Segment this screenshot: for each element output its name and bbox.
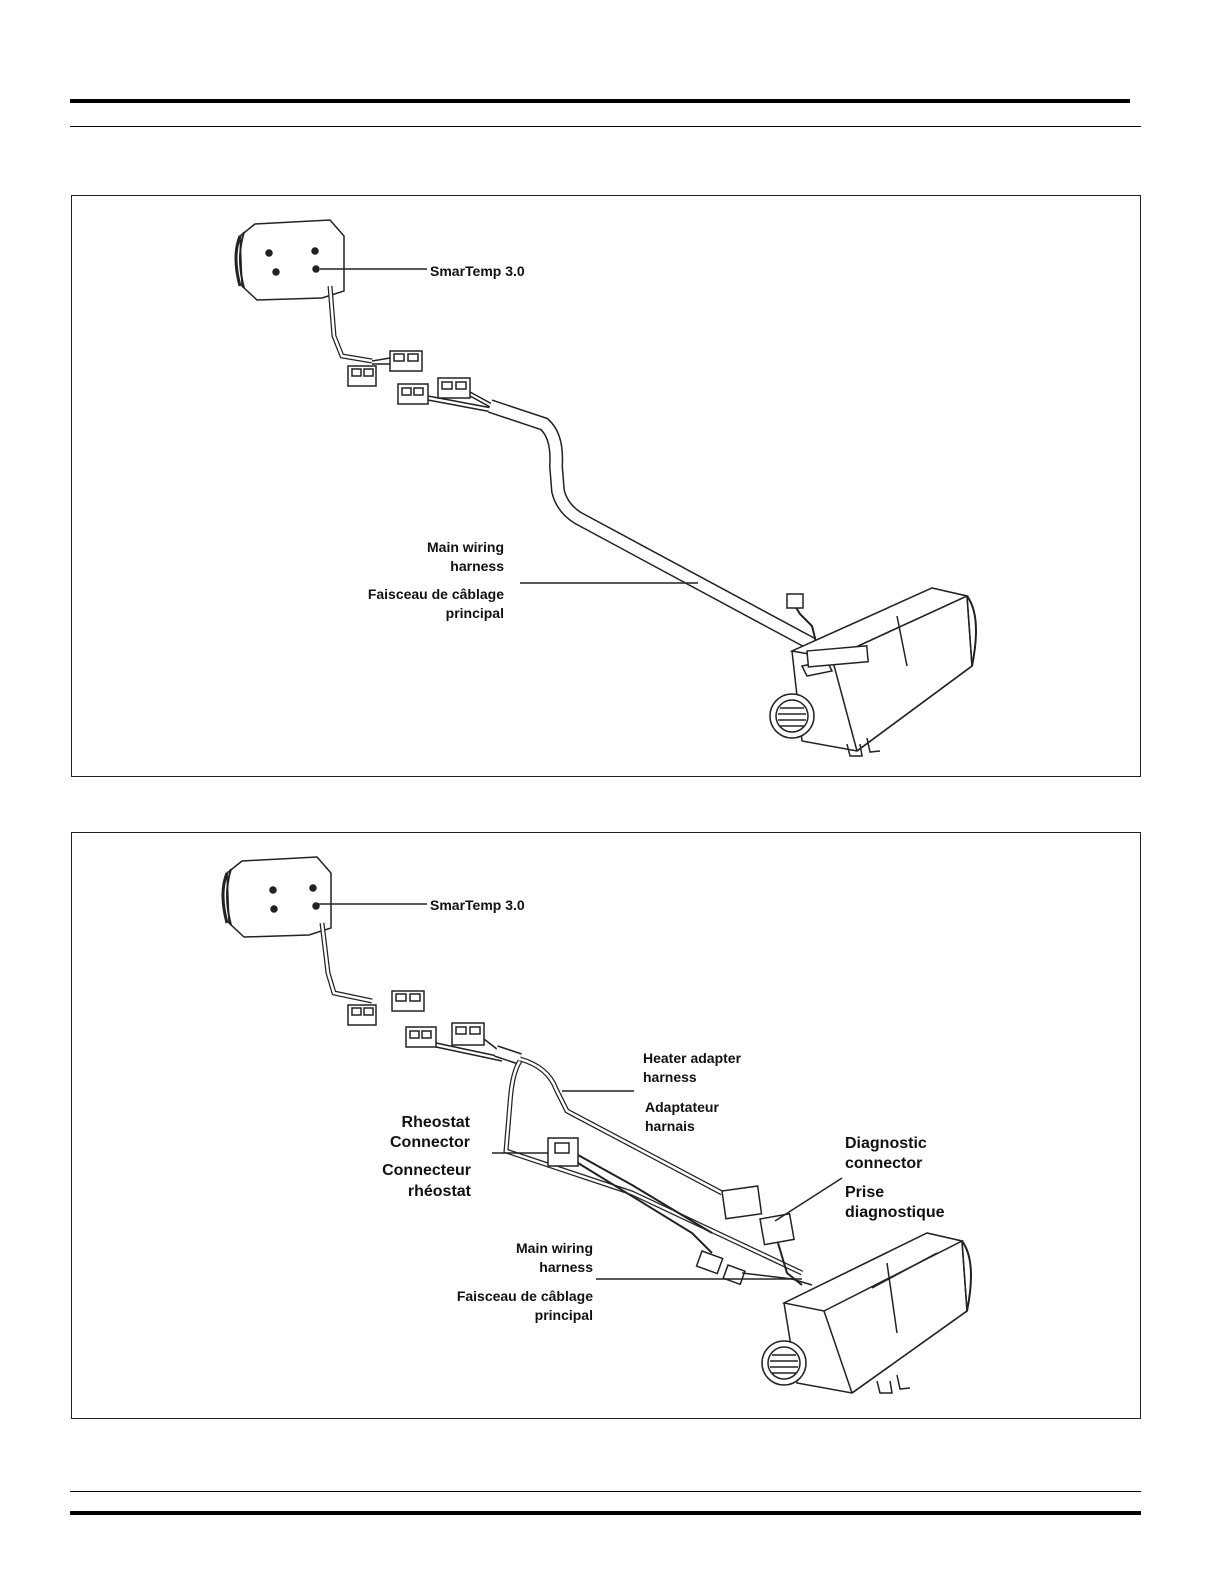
figure-2-panel: SmarTemp 3.0 Heater adapter harness Adap… — [71, 832, 1141, 1419]
main-harness-label-en-1: Main wiring — [427, 539, 504, 555]
smartemp-label: SmarTemp 3.0 — [430, 263, 525, 279]
diagnostic-label-en-2: connector — [845, 1155, 922, 1172]
main-harness-label-en-2: harness — [450, 558, 504, 574]
rheostat-label-fr-1: Connecteur — [382, 1162, 471, 1179]
rheostat-label-fr-2: rhéostat — [408, 1183, 472, 1200]
smartemp-controller — [223, 857, 331, 937]
main-harness-label-en-1: Main wiring — [516, 1240, 593, 1256]
figure-1-diagram: SmarTemp 3.0 Main wiring harness Faiscea… — [72, 196, 1142, 778]
main-harness-label-en-2: harness — [539, 1259, 593, 1275]
adapter-label-en-1: Heater adapter — [643, 1050, 742, 1066]
main-harness-label-fr-1: Faisceau de câblage — [368, 586, 504, 602]
main-harness-label-fr-2: principal — [446, 605, 504, 621]
diagnostic-label-fr-2: diagnostique — [845, 1204, 945, 1221]
adapter-label-fr-2: harnais — [645, 1118, 695, 1134]
figure-2-diagram: SmarTemp 3.0 Heater adapter harness Adap… — [72, 833, 1142, 1420]
adapter-label-fr-1: Adaptateur — [645, 1099, 719, 1115]
main-harness-label-fr-2: principal — [535, 1307, 593, 1323]
adapter-label-en-2: harness — [643, 1069, 697, 1085]
rheostat-label-en-1: Rheostat — [402, 1114, 471, 1131]
header-rule-thin — [70, 126, 1141, 127]
main-harness-label-fr-1: Faisceau de câblage — [457, 1288, 593, 1304]
heater-unit — [770, 588, 976, 756]
figure-1-panel: SmarTemp 3.0 Main wiring harness Faiscea… — [71, 195, 1141, 777]
header-rule-thick — [70, 99, 1130, 103]
heater-unit — [762, 1233, 971, 1393]
smartemp-label: SmarTemp 3.0 — [430, 897, 525, 913]
diagnostic-label-fr-1: Prise — [845, 1184, 884, 1201]
footer-rule-thin — [70, 1491, 1141, 1492]
diagnostic-label-en-1: Diagnostic — [845, 1135, 927, 1152]
footer-rule-thick — [70, 1511, 1141, 1515]
rheostat-label-en-2: Connector — [390, 1134, 470, 1151]
